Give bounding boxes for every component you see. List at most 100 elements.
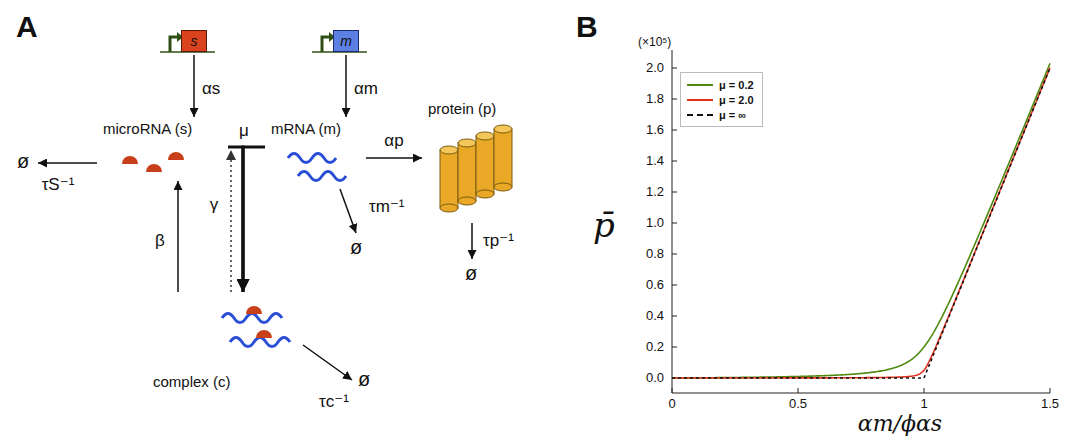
tick-label: 1.5	[1041, 397, 1059, 411]
legend-box: μ = 0.2 μ = 2.0 μ = ∞	[680, 72, 763, 127]
reaction-arrow	[177, 181, 179, 292]
reaction-arrow	[38, 162, 97, 164]
promoter-arrow	[322, 37, 330, 52]
y-tick	[672, 285, 677, 286]
rate-label: γ	[210, 196, 219, 215]
protein-cylinder	[476, 132, 494, 198]
reaction-arrow	[345, 55, 347, 117]
reaction-arrow	[471, 223, 473, 259]
rate-label: τp⁻¹	[482, 232, 515, 251]
axis-scale: (×10⁵)	[638, 36, 671, 49]
degradation-symbol: ø	[355, 368, 376, 391]
tick-label: 0.0	[646, 371, 664, 385]
node-text: microRNA (s)	[103, 120, 222, 137]
node-text: ø	[17, 150, 32, 173]
rate-label: τS⁻¹	[41, 176, 76, 195]
y-axis	[672, 50, 673, 393]
legend-swatch	[687, 114, 713, 116]
gene-box: m	[333, 30, 359, 52]
reaction-arrow	[366, 157, 422, 159]
legend-row: μ = ∞	[687, 107, 754, 122]
complex-wave	[230, 338, 290, 347]
species-label: protein (p)	[425, 100, 520, 220]
legend-text: μ = 0.2	[719, 79, 754, 91]
reaction-arrow	[243, 147, 265, 292]
curve	[672, 68, 1050, 378]
panel-letter: A	[16, 10, 38, 43]
tick-label: 0.8	[646, 247, 664, 261]
gene-name: m	[340, 33, 352, 49]
microrna-icon	[168, 152, 184, 160]
microrna-icon	[146, 164, 162, 172]
tick-label: 0.2	[646, 340, 664, 354]
tick-label: 1.2	[646, 185, 664, 199]
microrna-icon	[246, 306, 262, 314]
mrna-wave	[288, 154, 336, 163]
tick-label: 0.5	[789, 397, 807, 411]
reaction-arrow	[193, 55, 195, 117]
complex-wave	[222, 314, 282, 323]
species-label: microRNA (s)	[100, 120, 225, 178]
x-tick	[672, 388, 673, 393]
panel-letter: B	[576, 10, 598, 43]
axis-title: p̄	[593, 207, 615, 244]
y-tick	[672, 192, 677, 193]
species-label: mRNA (m)	[268, 120, 363, 186]
curve	[672, 63, 1050, 378]
legend-swatch	[687, 99, 713, 101]
y-tick	[672, 130, 677, 131]
legend-text: μ = 2.0	[719, 94, 754, 106]
tick-label: 1.4	[646, 154, 664, 168]
y-tick	[672, 316, 677, 317]
axis-title: αm/ϕαs	[858, 412, 942, 436]
mrna-wave	[298, 172, 346, 181]
rate-label: αp	[383, 132, 404, 151]
gene-name: s	[191, 33, 198, 49]
rate-label: β	[154, 232, 166, 251]
tick-label: 0	[668, 397, 675, 411]
protein-cylinder	[494, 125, 512, 191]
node-text: ø	[350, 236, 365, 259]
reaction-arrow	[228, 147, 243, 292]
y-tick	[672, 161, 677, 162]
dissociation-arrow	[230, 158, 232, 292]
legend-swatch	[687, 84, 713, 86]
tick-label: 0.6	[646, 278, 664, 292]
tick-label: 1.6	[646, 123, 664, 137]
degradation-symbol: ø	[462, 262, 483, 285]
y-tick	[672, 223, 677, 224]
gene-box: s	[181, 30, 207, 52]
rate-label: μ	[239, 122, 249, 141]
y-tick	[672, 68, 677, 69]
chart	[672, 50, 1050, 393]
protein-cylinder	[440, 146, 458, 212]
x-axis	[672, 393, 1050, 394]
x-tick	[798, 388, 799, 393]
y-tick	[672, 347, 677, 348]
degradation-symbol: ø	[14, 150, 35, 173]
curve	[672, 68, 1050, 378]
node-text: ø	[358, 368, 373, 391]
tick-label: 0.4	[646, 309, 664, 323]
node-text: ø	[465, 262, 480, 285]
x-tick	[1050, 388, 1051, 393]
legend-row: μ = 2.0	[687, 92, 754, 107]
tick-label: 1	[920, 397, 927, 411]
tick-label: 1.0	[646, 216, 664, 230]
node-text: complex (c)	[153, 373, 297, 390]
protein-cylinder	[458, 139, 476, 205]
rate-label: αm	[353, 80, 379, 99]
legend-text: μ = ∞	[719, 109, 746, 121]
rate-label: τm⁻¹	[368, 198, 406, 217]
legend-row: μ = 0.2	[687, 77, 754, 92]
rate-label: τc⁻¹	[318, 393, 350, 412]
promoter-arrow	[170, 37, 178, 52]
reaction-arrow	[303, 345, 352, 380]
node-text: protein (p)	[428, 100, 517, 117]
tick-label: 1.8	[646, 92, 664, 106]
y-tick	[672, 99, 677, 100]
node-text: mRNA (m)	[271, 120, 360, 137]
species-label: complex (c)	[150, 295, 300, 390]
degradation-symbol: ø	[347, 236, 368, 259]
protein-icon	[440, 125, 512, 212]
